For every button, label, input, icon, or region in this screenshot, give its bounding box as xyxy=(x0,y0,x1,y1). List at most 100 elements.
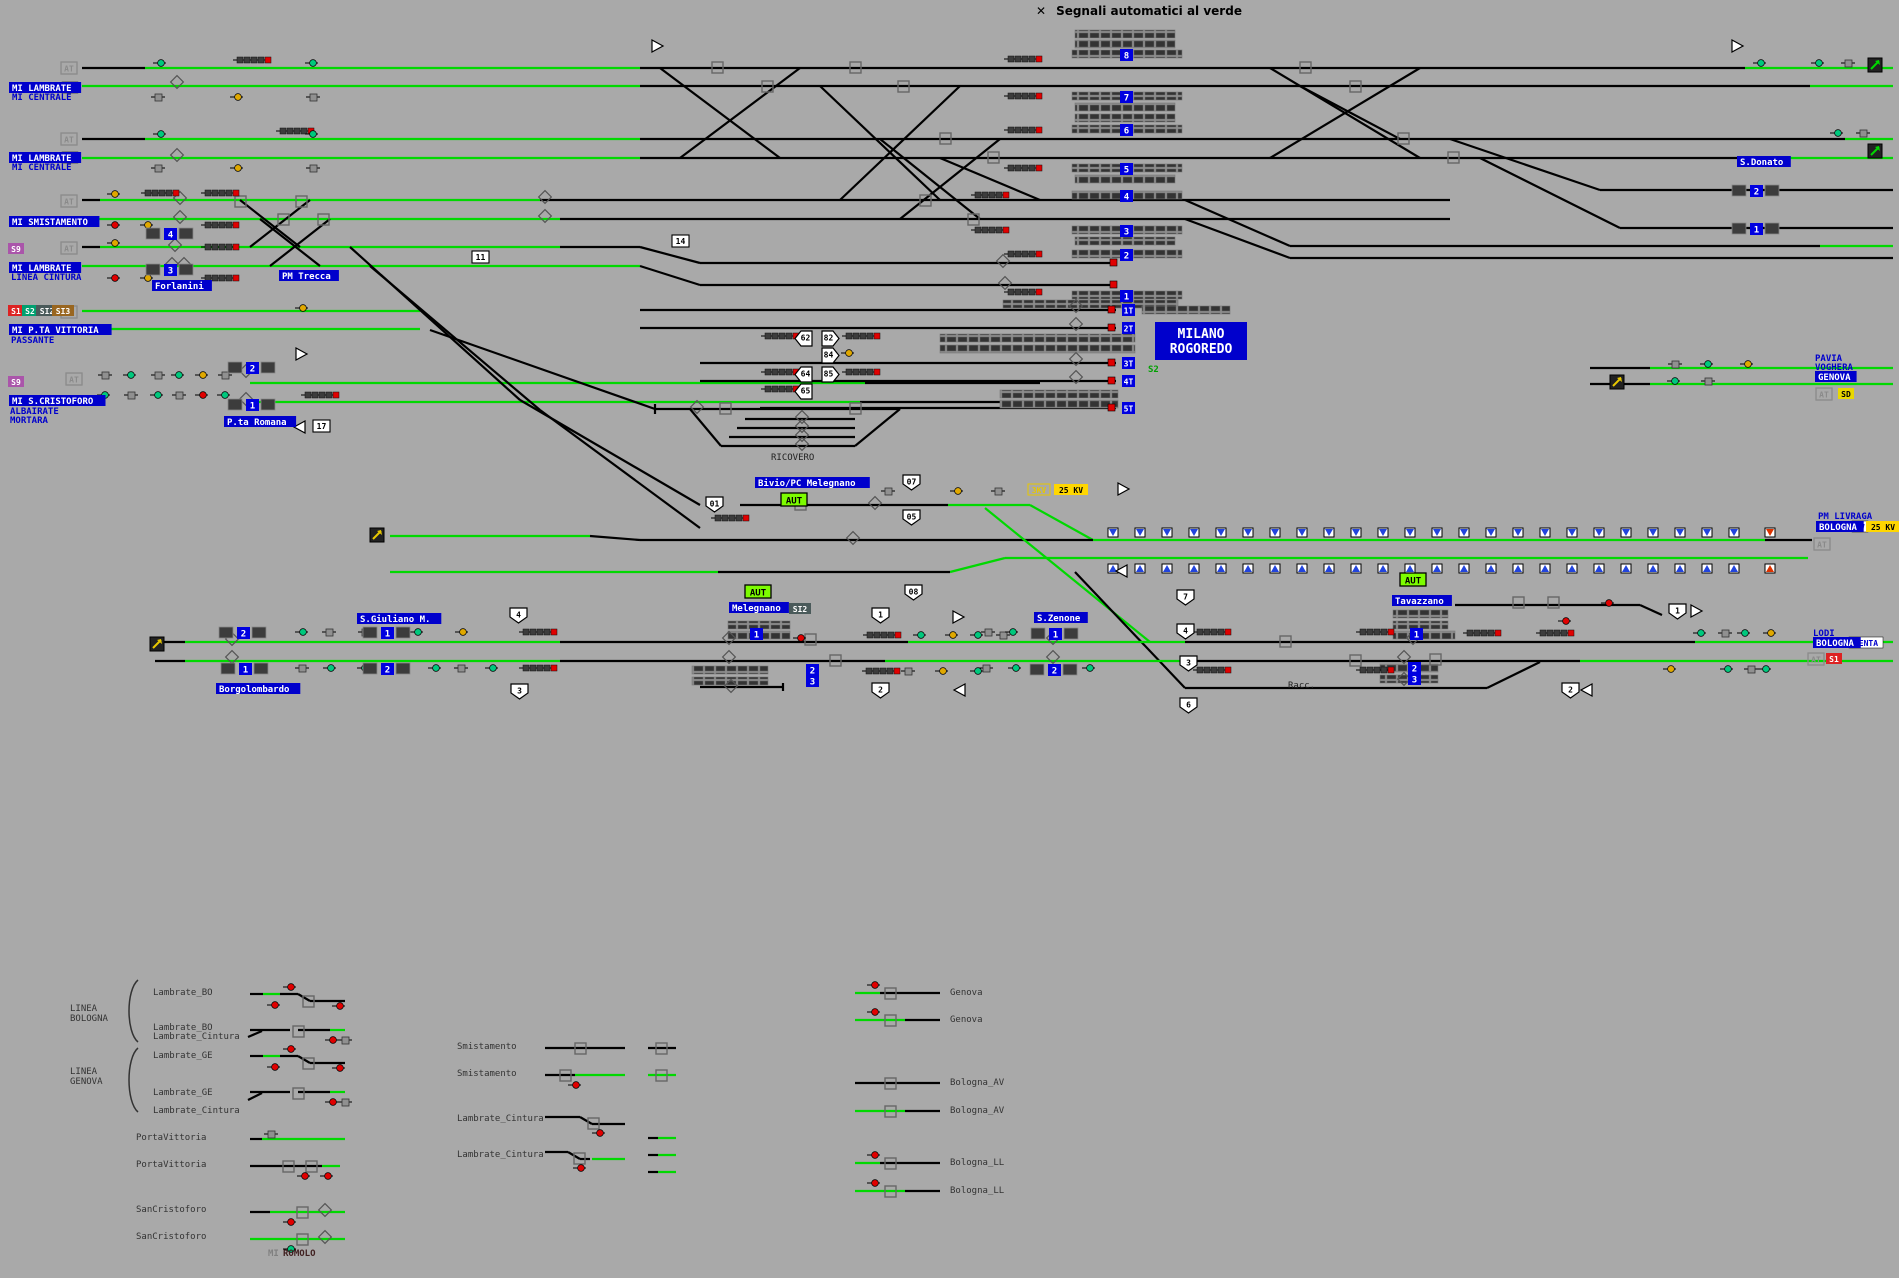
signal-cluster-cell[interactable] xyxy=(1380,628,1388,636)
signal-lamp-g[interactable] xyxy=(1815,59,1823,67)
signal-cluster-cell[interactable] xyxy=(536,628,544,636)
signal-lamp-g[interactable] xyxy=(157,59,165,67)
signal-lamp-r[interactable] xyxy=(871,1179,879,1187)
signal-cluster-cell[interactable] xyxy=(144,189,152,197)
signal-lamp-r[interactable] xyxy=(301,1172,309,1180)
signal-cluster-cell[interactable] xyxy=(1021,288,1029,296)
switch-box[interactable] xyxy=(967,213,980,226)
signal-lamp-off[interactable] xyxy=(457,664,466,673)
switch-box[interactable] xyxy=(719,402,732,415)
signal-lamp-g[interactable] xyxy=(1704,360,1712,368)
switch-box[interactable] xyxy=(295,195,308,208)
signal-lamp-g[interactable] xyxy=(917,631,925,639)
signal-cluster-cell[interactable] xyxy=(1210,666,1218,674)
signal-cluster-cell[interactable] xyxy=(852,332,860,340)
signal-cluster-cell-red[interactable] xyxy=(1002,191,1010,199)
signal-lamp-y[interactable] xyxy=(199,371,207,379)
route-diamond[interactable] xyxy=(794,436,810,452)
signal-cluster-cell-red[interactable] xyxy=(1035,55,1043,63)
signal-cluster-cell-red[interactable] xyxy=(232,221,240,229)
signal-lamp-r[interactable] xyxy=(324,1172,332,1180)
signal-lamp-r[interactable] xyxy=(871,981,879,989)
signal-lamp-r[interactable] xyxy=(287,1045,295,1053)
route-shield[interactable] xyxy=(902,509,921,526)
switch-box[interactable] xyxy=(292,1025,305,1038)
platform-badge[interactable] xyxy=(239,663,252,675)
platform-badge[interactable] xyxy=(1048,664,1061,676)
signal-cluster-cell-red[interactable] xyxy=(1035,92,1043,100)
signal-cluster-cell[interactable] xyxy=(236,56,244,64)
direction-arrow[interactable] xyxy=(651,38,665,54)
signal-cluster-cell[interactable] xyxy=(1021,164,1029,172)
platform-badge[interactable] xyxy=(164,264,177,276)
platform-badge[interactable] xyxy=(1120,249,1133,261)
platform-badge[interactable] xyxy=(1120,49,1133,61)
signal-cluster-cell[interactable] xyxy=(1014,55,1022,63)
signal-cluster-cell[interactable] xyxy=(536,664,544,672)
signal-lamp-off[interactable] xyxy=(884,487,893,496)
signal-lamp-y[interactable] xyxy=(144,221,152,229)
signal-cluster-cell[interactable] xyxy=(974,191,982,199)
platform-badge[interactable] xyxy=(164,228,177,240)
signal-cluster-cell[interactable] xyxy=(529,664,537,672)
signal-cluster-cell-red[interactable] xyxy=(1224,666,1232,674)
route-diamond[interactable] xyxy=(1045,649,1061,665)
platform-badge[interactable] xyxy=(1122,304,1135,316)
signal-lamp-g[interactable] xyxy=(157,130,165,138)
signal-lamp-r[interactable] xyxy=(797,634,805,642)
direction-arrow[interactable] xyxy=(295,346,309,362)
route-shield[interactable] xyxy=(1561,682,1580,699)
platform-badge[interactable] xyxy=(1122,375,1135,387)
signal-lamp-off[interactable] xyxy=(1859,129,1868,138)
signal-cluster-cell-red[interactable] xyxy=(873,332,881,340)
signal-cluster-cell[interactable] xyxy=(981,191,989,199)
signal-cluster-cell[interactable] xyxy=(879,667,887,675)
signal-cluster-cell[interactable] xyxy=(1217,666,1225,674)
platform-badge[interactable] xyxy=(246,399,259,411)
signal-cluster-cell[interactable] xyxy=(995,191,1003,199)
signal-cluster-cell[interactable] xyxy=(873,631,881,639)
platform-badge[interactable] xyxy=(237,627,250,639)
switch-box[interactable] xyxy=(884,1185,897,1198)
route-shield[interactable] xyxy=(794,330,813,347)
signal-cluster-cell[interactable] xyxy=(785,385,793,393)
signal-lamp-off[interactable] xyxy=(154,93,163,102)
signal-lamp-off[interactable] xyxy=(999,631,1008,640)
aut-toggle[interactable] xyxy=(744,584,772,599)
switch-box[interactable] xyxy=(761,80,774,93)
switch-box[interactable] xyxy=(884,1014,897,1027)
signal-cluster-cell[interactable] xyxy=(529,628,537,636)
signal-cluster-cell-red[interactable] xyxy=(894,631,902,639)
signal-lamp-r[interactable] xyxy=(596,1129,604,1137)
platform-badge[interactable] xyxy=(1408,673,1421,685)
signal-cluster-cell[interactable] xyxy=(735,514,743,522)
signal-cluster-cell[interactable] xyxy=(293,127,301,135)
signal-cluster-cell-red[interactable] xyxy=(1035,126,1043,134)
signal-lamp-off[interactable] xyxy=(1704,377,1713,386)
signal-cluster-cell[interactable] xyxy=(771,385,779,393)
switch-box[interactable] xyxy=(587,1117,600,1130)
signal-cluster-cell[interactable] xyxy=(543,664,551,672)
route-diamond[interactable] xyxy=(317,1202,333,1218)
route-diamond[interactable] xyxy=(794,409,810,425)
switch-box[interactable] xyxy=(939,132,952,145)
platform-badge[interactable] xyxy=(806,664,819,676)
direction-arrow[interactable] xyxy=(1579,682,1593,698)
route-shield[interactable] xyxy=(902,474,921,491)
signal-cluster-cell[interactable] xyxy=(257,56,265,64)
signal-lamp-g[interactable] xyxy=(1762,665,1770,673)
signal-cluster-cell-red[interactable] xyxy=(1224,628,1232,636)
signal-lamp-g[interactable] xyxy=(175,371,183,379)
signal-cluster-cell[interactable] xyxy=(218,221,226,229)
signal-cluster-cell[interactable] xyxy=(286,127,294,135)
signal-lamp-g[interactable] xyxy=(1012,664,1020,672)
signal-cluster-cell[interactable] xyxy=(988,191,996,199)
signal-cluster-cell-red[interactable] xyxy=(1035,164,1043,172)
signal-lamp-r[interactable] xyxy=(287,1218,295,1226)
route-shield[interactable] xyxy=(871,682,890,699)
signal-cluster-cell[interactable] xyxy=(1021,250,1029,258)
route-diamond[interactable] xyxy=(689,399,705,415)
signal-cluster-cell[interactable] xyxy=(1007,126,1015,134)
signal-lamp-y[interactable] xyxy=(1767,629,1775,637)
signal-cluster-cell[interactable] xyxy=(1014,164,1022,172)
